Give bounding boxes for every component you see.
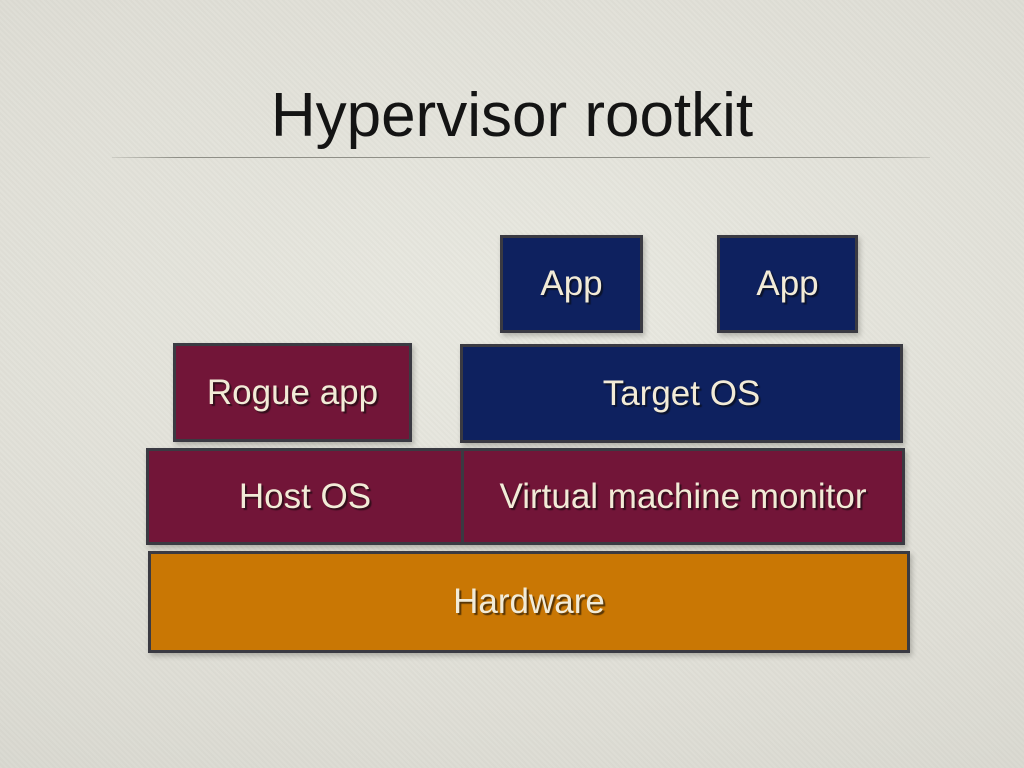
box-target-os: Target OS	[460, 344, 903, 443]
box-app-2-label: App	[756, 264, 819, 303]
box-hardware: Hardware	[148, 551, 910, 653]
box-app-1-label: App	[540, 264, 603, 303]
box-target-os-label: Target OS	[602, 373, 761, 413]
box-app-2: App	[717, 235, 858, 333]
box-virtual-machine-monitor-label: Virtual machine monitor	[499, 476, 867, 516]
box-hardware-label: Hardware	[453, 582, 605, 621]
slide-title: Hypervisor rootkit	[270, 81, 754, 150]
box-host-os: Host OS	[149, 451, 464, 542]
title-divider-line	[112, 157, 930, 158]
box-host-os-label: Host OS	[238, 476, 372, 516]
box-host-row: Host OS Virtual machine monitor	[146, 448, 905, 545]
box-app-1: App	[500, 235, 643, 333]
box-rogue-app: Rogue app	[173, 343, 412, 442]
box-rogue-app-label: Rogue app	[206, 372, 379, 412]
box-virtual-machine-monitor: Virtual machine monitor	[464, 451, 902, 542]
